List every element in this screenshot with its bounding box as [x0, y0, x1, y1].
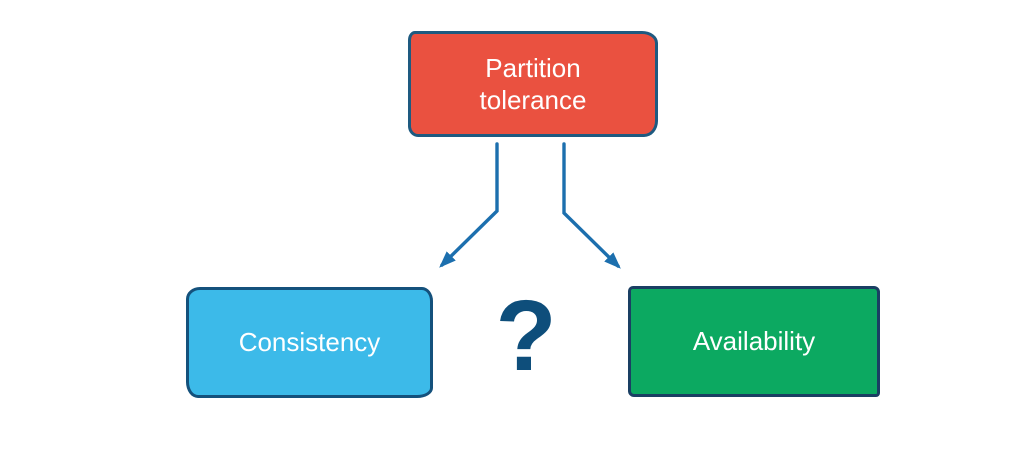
node-availability-label: Availability — [692, 326, 816, 357]
node-consistency: Consistency — [186, 287, 433, 398]
arrow-to-availability — [562, 142, 621, 269]
arrow-to-consistency — [439, 142, 499, 268]
node-consistency-label: Consistency — [238, 327, 381, 358]
node-availability: Availability — [628, 286, 880, 397]
question-mark: ? — [495, 280, 557, 392]
node-partition-tolerance: Partition tolerance — [408, 31, 658, 137]
node-partition-tolerance-label: Partition tolerance — [479, 52, 587, 116]
